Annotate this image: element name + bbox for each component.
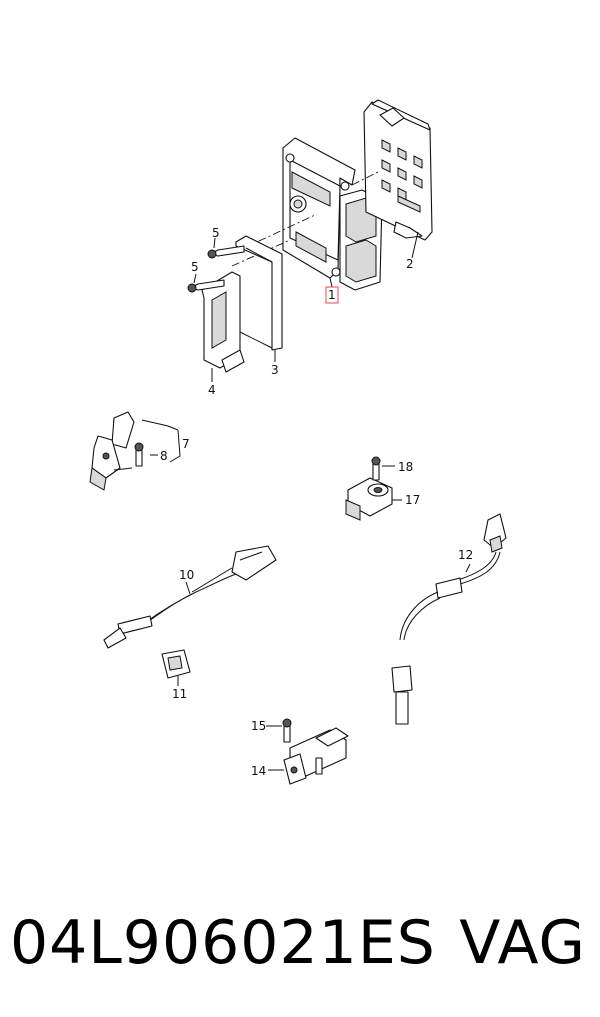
pressure-sensor xyxy=(268,727,349,785)
callout-2: 2 xyxy=(406,257,414,271)
shield-plate xyxy=(363,99,433,259)
screw-18 xyxy=(371,456,395,481)
callout-8: 8 xyxy=(160,449,168,463)
callout-11: 11 xyxy=(172,687,187,701)
callout-1: 1 xyxy=(328,288,336,302)
sensor-clip xyxy=(161,649,191,686)
screw-5-upper xyxy=(207,237,245,259)
callout-4: 4 xyxy=(208,383,216,397)
parts-diagram: 1 2 3 4 5 5 7 8 10 11 12 14 15 17 18 xyxy=(89,99,507,785)
lambda-probe xyxy=(103,545,277,649)
screw-8 xyxy=(134,442,144,467)
callout-10: 10 xyxy=(179,568,194,582)
footer: 04L906021ES VAG xyxy=(0,888,600,998)
callout-5-upper: 5 xyxy=(212,226,220,240)
ecu-control-unit xyxy=(282,137,383,291)
callout-18: 18 xyxy=(398,460,413,474)
callout-1-highlight xyxy=(325,286,339,304)
callout-14: 14 xyxy=(251,764,266,778)
knock-sensor xyxy=(345,477,393,521)
exhaust-temperature-sensor xyxy=(391,513,507,725)
brand-name: VAG xyxy=(459,908,586,978)
callout-3: 3 xyxy=(271,363,279,377)
holder-frame xyxy=(201,271,245,382)
callout-15: 15 xyxy=(251,719,266,733)
mounting-bracket xyxy=(235,235,283,362)
speed-sensor xyxy=(89,411,135,491)
part-number: 04L906021ES xyxy=(10,908,436,978)
callout-12: 12 xyxy=(458,548,473,562)
callout-17: 17 xyxy=(405,493,420,507)
callout-5-lower: 5 xyxy=(191,260,199,274)
screw-15 xyxy=(266,718,292,743)
callout-7: 7 xyxy=(182,437,190,451)
screw-5-lower xyxy=(187,273,225,293)
